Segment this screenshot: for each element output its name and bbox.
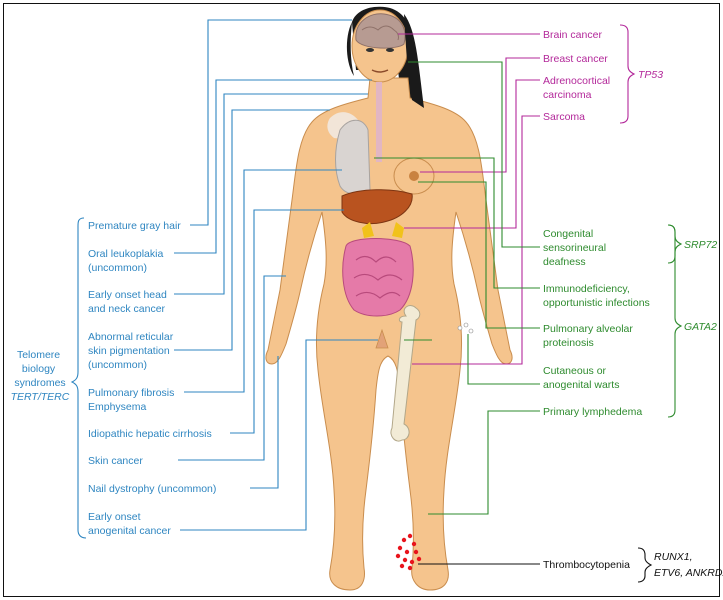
brace-left xyxy=(72,218,86,538)
symptom-thrombocytopenia: Thrombocytopenia xyxy=(543,559,630,571)
symptom-anogenital-cancer: Early onset anogenital cancer xyxy=(88,511,171,537)
body-silhouette xyxy=(266,78,512,590)
symptom-congenital-deafness: Congenital sensorineural deafness xyxy=(543,228,609,268)
telomere-genes: TERT/TERC xyxy=(11,391,70,403)
gene-srp72: SRP72 xyxy=(684,239,717,251)
symptom-sarcoma: Sarcoma xyxy=(543,111,585,123)
symptom-warts: Cutaneous or anogenital warts xyxy=(543,365,619,391)
brace-tp53 xyxy=(620,25,634,123)
gene-thrombo: RUNX1, ETV6, ANKRD26 xyxy=(654,551,723,579)
symptom-brain-cancer: Brain cancer xyxy=(543,29,602,41)
lung xyxy=(336,120,371,194)
symptom-pulmonary-fibrosis: Pulmonary fibrosis Emphysema xyxy=(88,387,177,413)
symptom-oral-leukoplakia: Oral leukoplakia (uncommon) xyxy=(88,248,166,274)
symptom-premature-gray-hair: Premature gray hair xyxy=(88,220,181,232)
intestines xyxy=(343,239,413,317)
symptom-skin-cancer: Skin cancer xyxy=(88,455,143,467)
telomere-title: Telomere biology syndromes xyxy=(14,349,65,389)
brace-thrombo xyxy=(638,548,651,582)
gene-gata2: GATA2 xyxy=(684,321,717,333)
brace-gata2 xyxy=(668,225,681,417)
gene-tp53: TP53 xyxy=(638,69,663,81)
symptom-adrenocortical-carcinoma: Adrenocortical carcinoma xyxy=(543,75,613,101)
symptom-skin-pigmentation: Abnormal reticular skin pigmentation (un… xyxy=(88,331,176,371)
symptom-hepatic-cirrhosis: Idiopathic hepatic cirrhosis xyxy=(88,428,212,440)
symptom-immunodeficiency: Immunodeficiency, opportunistic infectio… xyxy=(543,283,650,309)
symptom-breast-cancer: Breast cancer xyxy=(543,53,608,65)
symptom-primary-lymphedema: Primary lymphedema xyxy=(543,406,642,418)
symptom-nail-dystrophy: Nail dystrophy (uncommon) xyxy=(88,483,216,495)
symptom-head-neck-cancer: Early onset head and neck cancer xyxy=(88,289,170,315)
symptom-alveolar-proteinosis: Pulmonary alveolar proteinosis xyxy=(543,323,636,349)
